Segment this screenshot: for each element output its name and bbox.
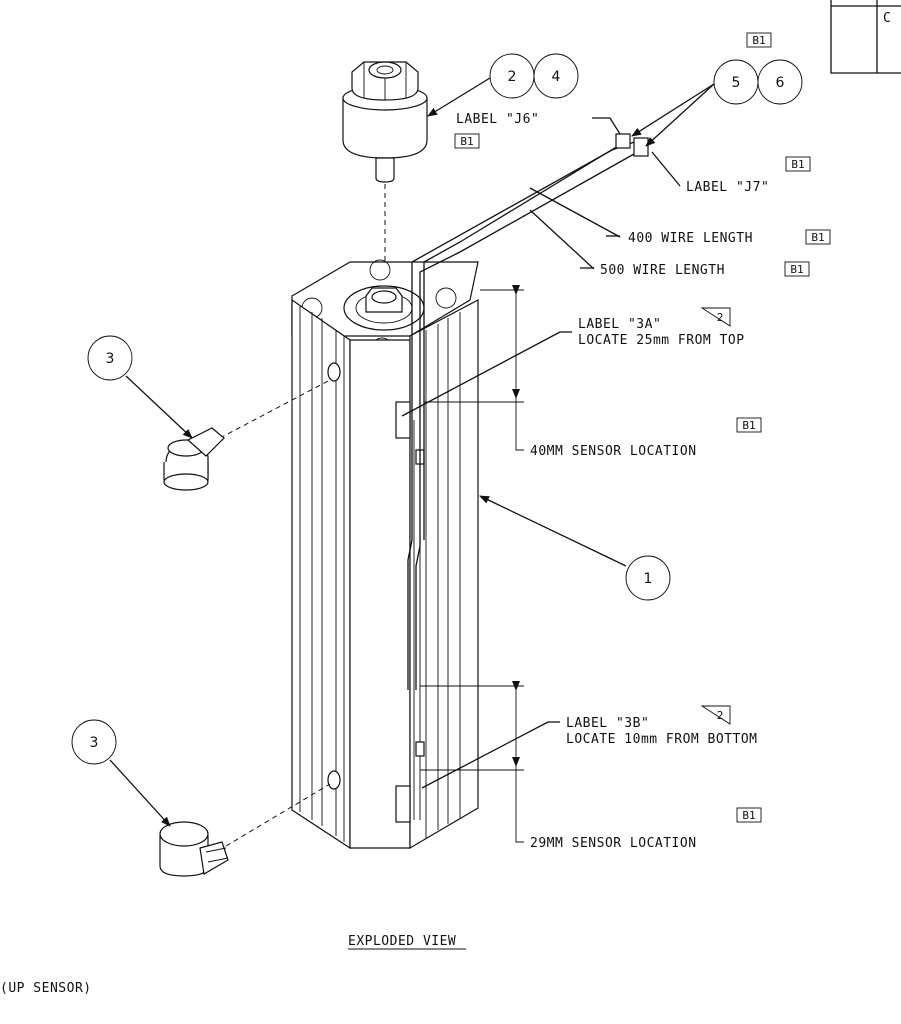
svg-text:B1: B1 xyxy=(742,419,755,432)
footer-note: (UP SENSOR) xyxy=(0,981,92,996)
label-j7-text: LABEL "J7" xyxy=(686,180,769,195)
locate-3a-text: LOCATE 25mm FROM TOP xyxy=(578,333,745,348)
cylinder-body xyxy=(291,259,479,850)
note-flag-3a: 2 xyxy=(700,307,731,327)
rev-tag-sensor40: B1 xyxy=(736,417,762,433)
balloon-3-bottom: 3 xyxy=(71,719,117,765)
svg-text:2: 2 xyxy=(717,709,724,722)
svg-text:1: 1 xyxy=(644,571,653,587)
rev-tag-fitting: B1 xyxy=(454,133,480,149)
label-3b-text: LABEL "3B" xyxy=(566,716,649,731)
rev-tag-wire500: B1 xyxy=(784,261,810,277)
elbow-fitting-top xyxy=(163,379,331,491)
sensor-40-text: 40MM SENSOR LOCATION xyxy=(530,444,697,459)
svg-text:2: 2 xyxy=(717,311,724,324)
locate-3b-text: LOCATE 10mm FROM BOTTOM xyxy=(566,732,758,747)
title-block-fragment: C xyxy=(830,0,901,74)
note-flag-3b: 2 xyxy=(700,705,731,725)
svg-text:4: 4 xyxy=(552,69,561,85)
svg-text:3: 3 xyxy=(106,351,115,367)
svg-text:B1: B1 xyxy=(742,809,755,822)
label-j6-text: LABEL "J6" xyxy=(456,112,539,127)
rev-tag-top: B1 xyxy=(746,32,772,48)
balloon-4: 4 xyxy=(533,53,579,99)
label-3a-text: LABEL "3A" xyxy=(578,317,661,332)
svg-text:B1: B1 xyxy=(752,34,765,47)
sensor-29-text: 29MM SENSOR LOCATION xyxy=(530,836,697,851)
elbow-fitting-bottom xyxy=(159,783,331,877)
svg-text:3: 3 xyxy=(90,735,99,751)
svg-text:2: 2 xyxy=(508,69,517,85)
balloon-6: 6 xyxy=(757,59,803,105)
balloon-2: 2 xyxy=(489,53,535,99)
svg-text:B1: B1 xyxy=(790,263,803,276)
rev-tag-wire400: B1 xyxy=(805,229,831,245)
svg-text:5: 5 xyxy=(732,75,741,91)
top-fitting xyxy=(342,61,428,292)
balloon-5: 5 xyxy=(713,59,759,105)
title-block-cell: C xyxy=(883,11,891,26)
view-title: EXPLODED VIEW xyxy=(348,934,456,949)
svg-text:6: 6 xyxy=(776,75,785,91)
rev-tag-j7: B1 xyxy=(785,156,811,172)
svg-text:B1: B1 xyxy=(460,135,473,148)
balloon-1: 1 xyxy=(625,555,671,601)
balloon-3-top: 3 xyxy=(87,335,133,381)
sensor-wires xyxy=(407,133,649,690)
rev-tag-sensor29: B1 xyxy=(736,807,762,823)
wire-400-text: 400 WIRE LENGTH xyxy=(628,231,753,246)
svg-text:B1: B1 xyxy=(791,158,804,171)
leader-lines xyxy=(109,77,715,843)
wire-500-text: 500 WIRE LENGTH xyxy=(600,263,725,278)
svg-text:B1: B1 xyxy=(811,231,824,244)
